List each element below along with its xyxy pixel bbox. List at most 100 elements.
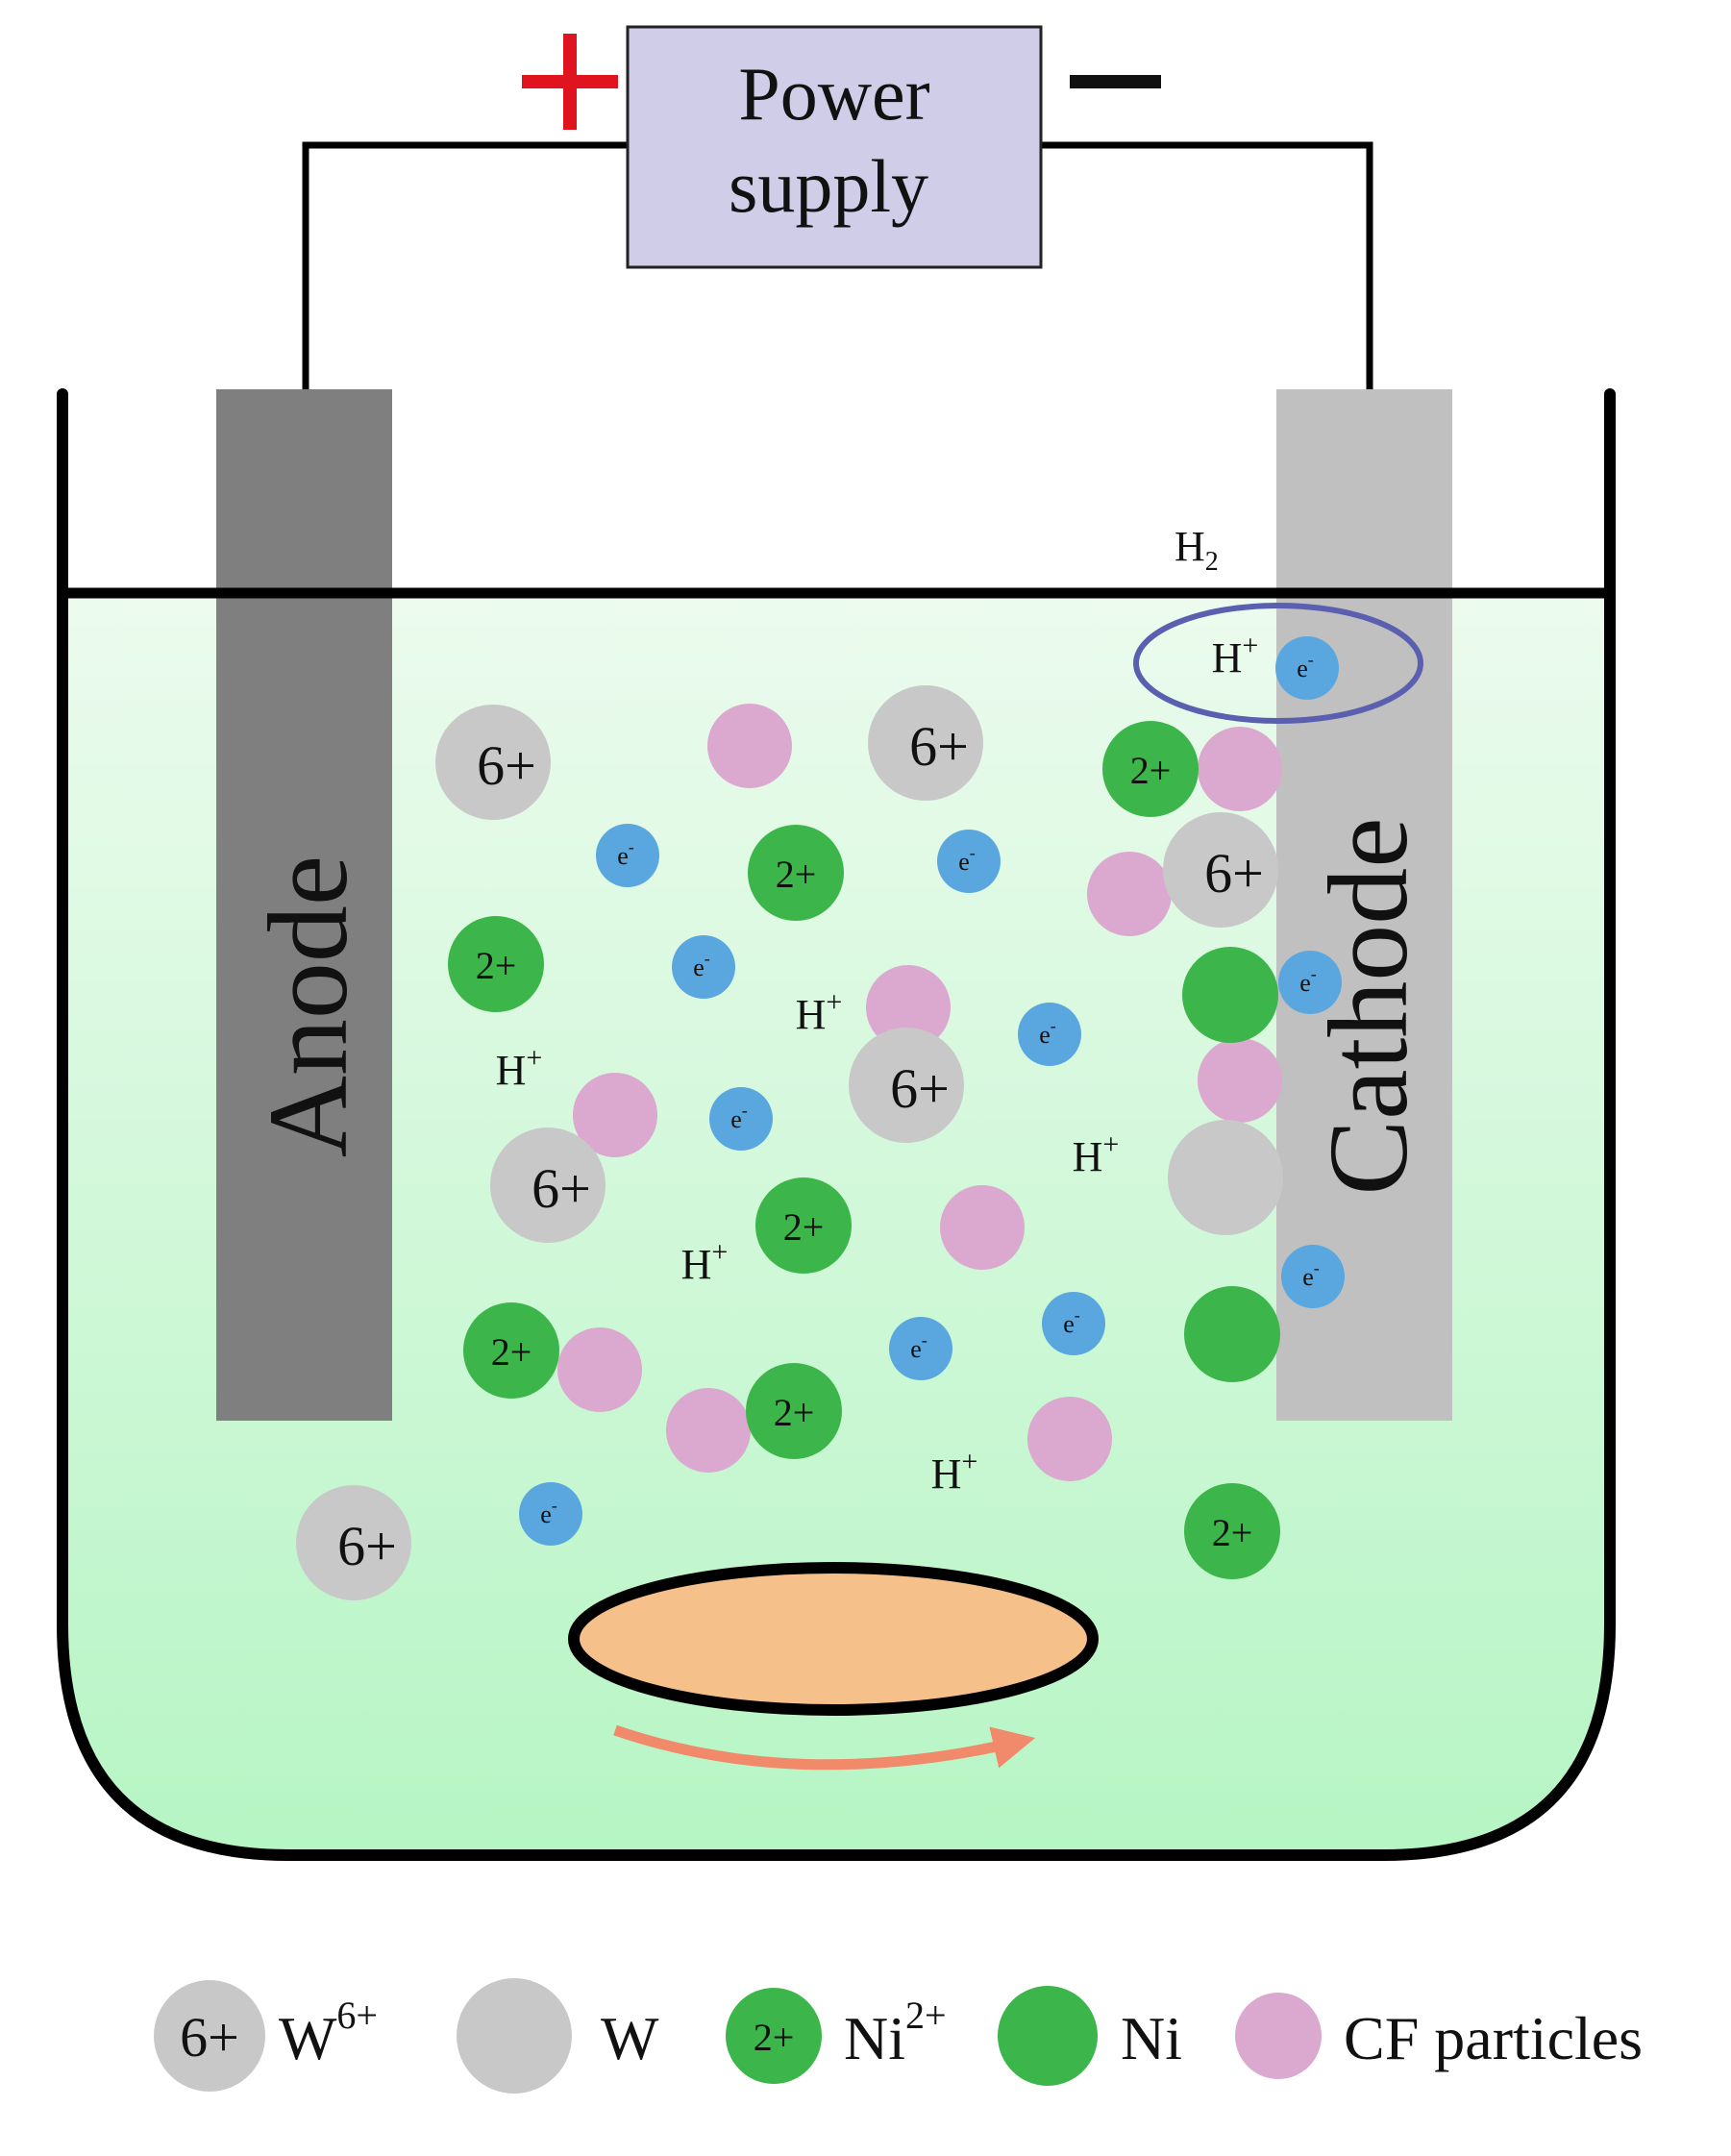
- electron-charge: -: [1311, 964, 1317, 983]
- cf-particle: [866, 965, 951, 1050]
- legend-ni2-swatch: [726, 1988, 822, 2084]
- electron-charge: -: [1308, 650, 1314, 669]
- w-atom: [1168, 1120, 1283, 1235]
- electron-charge: -: [742, 1101, 748, 1120]
- w6-ion: [490, 1128, 606, 1243]
- legend-ni-swatch: [998, 1986, 1098, 2086]
- cf-particle: [707, 704, 792, 788]
- electron: [596, 824, 659, 887]
- legend-w-text: W: [601, 2004, 659, 2072]
- electron-charge: -: [705, 949, 710, 968]
- cf-particle: [1087, 852, 1172, 936]
- ni2-ion: [1184, 1483, 1280, 1579]
- electron: [709, 1087, 773, 1151]
- ni2-ion: [746, 1363, 842, 1459]
- proton-charge: +: [711, 1236, 728, 1268]
- ni2-ion-label: 2+: [783, 1205, 825, 1249]
- beaker: [57, 388, 1616, 1861]
- h2-gas-label: H2: [1175, 523, 1219, 577]
- legend-cf-text: CF particles: [1344, 2004, 1643, 2072]
- legend-w6-swatch: [154, 1980, 265, 2092]
- legend-ni2-text: Ni2+: [844, 1994, 947, 2072]
- proton-charge: +: [826, 986, 842, 1018]
- ni2-ion-label: 2+: [476, 944, 517, 987]
- power-supply-label-line2: supply: [729, 144, 928, 228]
- electron: [672, 935, 735, 999]
- anode-electrode: [216, 389, 392, 1421]
- electron-charge: -: [629, 837, 634, 856]
- legend-ni2-swatch-label: 2+: [754, 2016, 795, 2059]
- legend-ni-text: Ni: [1121, 2004, 1182, 2072]
- legend-item-cf: CF particles: [1235, 1993, 1643, 2079]
- ni2-ion-label: 2+: [1212, 1511, 1253, 1554]
- legend-item-w: W: [457, 1978, 659, 2094]
- w6-ion: [868, 685, 983, 801]
- proton-charge: +: [961, 1446, 977, 1477]
- electron: [519, 1482, 582, 1546]
- negative-terminal-sign: [1070, 75, 1161, 88]
- proton-charge: +: [1102, 1128, 1119, 1160]
- legend-w-swatch: [457, 1978, 572, 2094]
- ni2-ion-label: 2+: [491, 1330, 532, 1374]
- w6-ion-label: 6+: [1204, 842, 1264, 905]
- legend-item-ni2: 2+ Ni2+: [726, 1988, 947, 2084]
- ni2-ion-label: 2+: [776, 853, 817, 896]
- proton-charge: +: [1242, 630, 1258, 661]
- ni2-ion: [1102, 721, 1199, 817]
- w6-ion-label: 6+: [337, 1515, 397, 1577]
- w6-ion-label: 6+: [532, 1157, 591, 1220]
- electron-charge: -: [552, 1496, 557, 1515]
- proton-charge: +: [526, 1042, 542, 1074]
- anode-label: Anode: [245, 855, 371, 1158]
- ni-atom: [1182, 947, 1278, 1043]
- ni2-ions-group: 2+ 2+ 2+ 2+ 2+ 2+ 2+: [448, 721, 1280, 1579]
- w6-ions-group: 6+ 6+ 6+ 6+ 6+ 6+: [296, 685, 1278, 1600]
- ni2-ion: [748, 825, 844, 921]
- w6-ion-label: 6+: [477, 734, 536, 797]
- legend-item-w6: 6+ W6+: [154, 1980, 378, 2092]
- legend: 6+ W6+ W 2+ Ni2+ Ni CF particles: [154, 1978, 1643, 2094]
- cf-particle: [1198, 1038, 1282, 1123]
- ni2-ion-label: 2+: [774, 1391, 815, 1434]
- ni-atoms-group: [1182, 947, 1280, 1382]
- cf-particle: [1198, 727, 1282, 811]
- w6-ion: [1163, 812, 1278, 928]
- cf-particle: [573, 1073, 657, 1157]
- electron: [1275, 636, 1339, 700]
- electrons-group: e-e-e-e-e-e-e-e-e-e-e-: [519, 636, 1345, 1546]
- cathode-wire: [1041, 141, 1373, 389]
- stir-rotation-arrow: [613, 1724, 1036, 1771]
- anode-wire: [302, 141, 628, 389]
- electron-charge: -: [1075, 1305, 1080, 1325]
- electron: [937, 830, 1001, 893]
- electron: [1018, 1003, 1081, 1066]
- electron: [889, 1317, 952, 1380]
- ni2-ion: [448, 916, 544, 1012]
- positive-terminal-sign: [522, 34, 618, 130]
- electron: [1042, 1292, 1105, 1355]
- w6-ion: [849, 1028, 964, 1143]
- w6-ion: [435, 705, 551, 820]
- power-supply-box: [626, 25, 1043, 269]
- electron: [1278, 951, 1342, 1014]
- w-atoms-group: [1168, 1120, 1283, 1235]
- h-plus-electron-highlight: [1133, 603, 1423, 724]
- power-supply-label-line1: Power: [738, 52, 929, 136]
- cf-particle: [557, 1327, 642, 1412]
- w6-ion-label: 6+: [909, 715, 969, 778]
- electron-charge: -: [970, 843, 976, 862]
- ni2-ion-label: 2+: [1130, 749, 1172, 792]
- legend-w6-swatch-label: 6+: [180, 2006, 239, 2069]
- ni2-ion: [755, 1177, 852, 1274]
- cf-particle: [1027, 1397, 1112, 1481]
- stir-bar: [568, 1562, 1099, 1716]
- w6-ion-label: 6+: [890, 1057, 950, 1120]
- ni2-ion: [463, 1302, 559, 1399]
- w6-ion: [296, 1485, 411, 1600]
- electron-charge: -: [922, 1330, 927, 1350]
- ni-atom: [1184, 1286, 1280, 1382]
- electron-charge: -: [1314, 1258, 1320, 1277]
- electron-charge: -: [1051, 1016, 1056, 1035]
